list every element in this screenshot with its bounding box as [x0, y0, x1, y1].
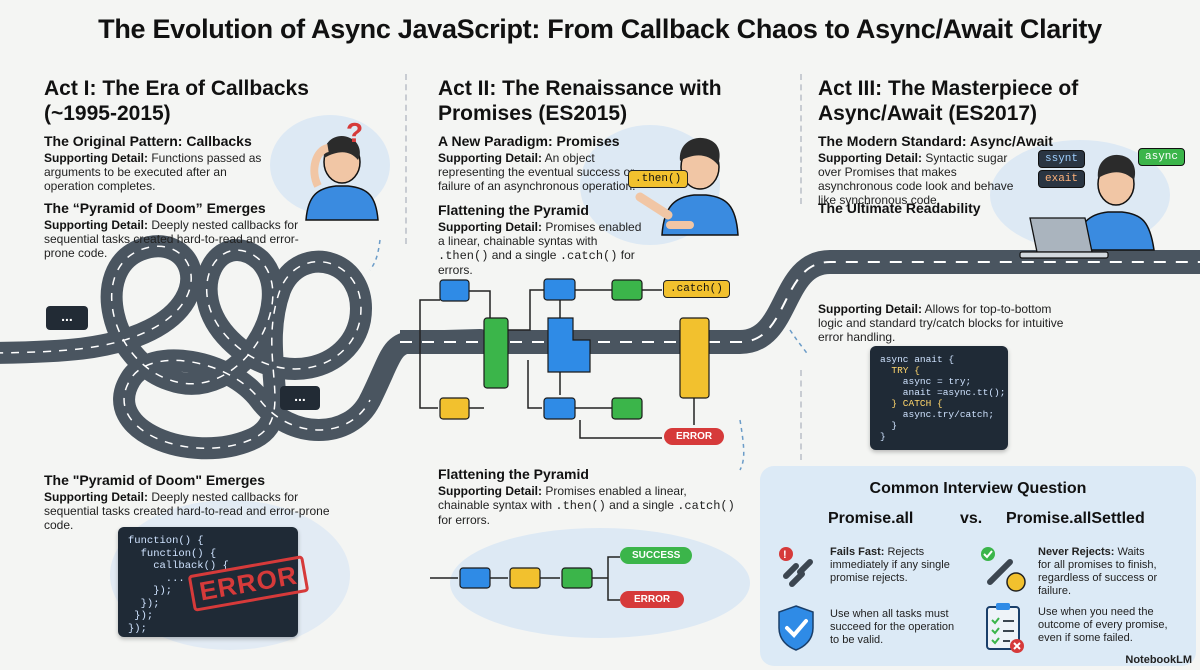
interview-panel: Common Interview Question Promise.all vs…: [760, 466, 1196, 666]
act1-dots-box-right: ...: [280, 386, 320, 410]
chain-clock-icon: [981, 547, 1026, 592]
act1-pattern-title: The Original Pattern: Callbacks: [44, 133, 252, 149]
svg-text:!: !: [783, 549, 787, 561]
error-pill-2: ERROR: [620, 591, 685, 608]
act2-flatten-detail-2: Supporting Detail: Promises enabled a li…: [438, 484, 735, 527]
then-tag: .then(): [628, 170, 689, 188]
promise-allsettled-use-text: Use when you need the outcome of every p…: [1038, 606, 1168, 644]
exait-tag: exait: [1038, 170, 1086, 188]
vs-label: vs.: [960, 510, 983, 527]
confused-developer: [305, 136, 379, 221]
act1-pyramid-title-2: The "Pyramid of Doom" Emerges: [44, 472, 265, 488]
act1-callback-code: function() { function() { callback() { .…: [118, 527, 298, 637]
act1-pyramid-detail: Supporting Detail: Deeply nested callbac…: [44, 218, 299, 260]
act2-lower-bubble: [450, 528, 750, 638]
straight-road-markings: [400, 261, 1200, 343]
act2-flatten-title: Flattening the Pyramid: [438, 202, 589, 218]
success-pill: SUCCESS: [620, 547, 693, 564]
act1-pyramid-detail-2: Supporting Detail: Deeply nested callbac…: [44, 490, 330, 532]
act2-heading: Act II: The Renaissance with Promises (E…: [438, 77, 722, 125]
interview-title: Common Interview Question: [869, 480, 1087, 497]
checklist-icon: [986, 603, 1024, 653]
promise-allsettled-heading: Promise.allSettled: [1006, 510, 1145, 527]
act2-paradigm-detail: Supporting Detail: An object representin…: [438, 151, 636, 193]
linear-chain: [430, 556, 620, 601]
act3-heading: Act III: The Masterpiece of Async/Await …: [818, 77, 1079, 125]
never-rejects-text: Never Rejects: Waits for all promises to…: [1038, 546, 1158, 597]
tangled-road-markings: [0, 245, 371, 449]
laptop-developer: [1075, 154, 1155, 251]
catch-tag: .catch(): [663, 280, 730, 298]
act3-readability-title: The Ultimate Readability: [818, 200, 981, 216]
fails-fast-text: Fails Fast: Rejects immediately if any s…: [830, 546, 950, 584]
page-title: The Evolution of Async JavaScript: From …: [98, 14, 1102, 44]
divider-act1-act2: [405, 74, 407, 244]
question-mark-icon: ?: [346, 117, 363, 148]
act2-flatten-title-2: Flattening the Pyramid: [438, 466, 589, 482]
act3-readability-detail: Supporting Detail: Allows for top-to-bot…: [818, 302, 1064, 344]
divider-act2-act3: [800, 74, 802, 204]
synt-tag: ssynt: [1038, 150, 1086, 168]
act3-standard-detail: Supporting Detail: Syntactic sugar over …: [818, 151, 1014, 207]
act2-flatten-detail: Supporting Detail: Promises enabled a li…: [438, 220, 642, 277]
act1-pyramid-title: The “Pyramid of Doom” Emerges: [44, 200, 266, 216]
async-tag: async: [1138, 148, 1186, 166]
error-pill: ERROR: [664, 428, 725, 445]
act1-heading: Act I: The Era of Callbacks (~1995-2015): [44, 77, 309, 125]
act3-standard-title: The Modern Standard: Async/Await: [818, 133, 1053, 149]
pointing-developer: [635, 137, 739, 236]
promise-all-heading: Promise.all: [828, 510, 914, 527]
flowchart-boxes: [439, 278, 710, 420]
act1-dots-box-left: ...: [46, 306, 88, 330]
promise-all-use-text: Use when all tasks must succeed for the …: [830, 608, 955, 646]
divider-act2-act3-lower: [800, 370, 802, 460]
laptop-icon: [1019, 217, 1109, 259]
broken-chain-icon: !: [779, 547, 813, 587]
shield-check-icon: [778, 605, 814, 651]
act2-paradigm-title: A New Paradigm: Promises: [438, 133, 620, 149]
notebooklm-logo: NotebookLM: [1125, 654, 1192, 666]
act3-async-code: async anait { TRY { async = try; anait =…: [870, 346, 1008, 450]
act1-pattern-detail: Supporting Detail: Functions passed as a…: [44, 151, 262, 193]
decorative-arrows: [369, 239, 809, 471]
